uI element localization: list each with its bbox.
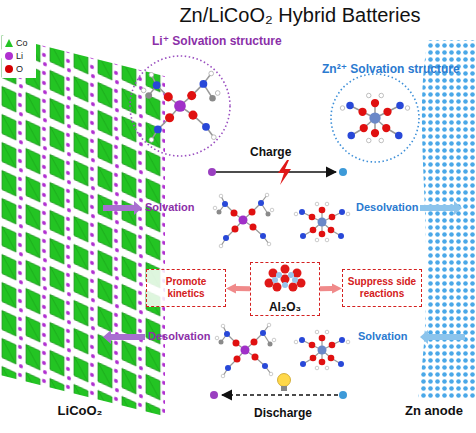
desolvation-arrow xyxy=(420,201,462,215)
li-solvation-molecule xyxy=(215,323,276,378)
effect-box-text: Suppress side reactions xyxy=(343,276,421,300)
process-label: Charge xyxy=(250,145,291,159)
legend-text: Co xyxy=(16,38,28,48)
legend-text: Li xyxy=(16,51,23,61)
li-solvation-molecule xyxy=(213,193,274,248)
solvation-circle-text: Zn²⁺ Solvation structure xyxy=(322,62,474,76)
bulb-symbol xyxy=(278,374,291,387)
legend-triangle-swatch xyxy=(5,39,13,47)
electrode-label-text: LiCoO₂ xyxy=(35,403,125,418)
effect-arrow xyxy=(320,286,332,291)
zn-ion-dot xyxy=(339,391,347,399)
process-label: Desolvation xyxy=(148,330,210,342)
additive-box: Al₂O₃ xyxy=(250,262,320,316)
additive-box-text: Al₂O₃ xyxy=(269,300,301,314)
dotted-circle xyxy=(331,74,419,162)
zn-solvation-molecule xyxy=(294,202,350,242)
process-label: Solvation xyxy=(145,201,195,213)
licoo2-crystal xyxy=(0,35,165,416)
diagram-title: Zn/LiCoO₂ Hybrid Batteries xyxy=(150,4,450,27)
effect-box: Promote kinetics xyxy=(146,269,226,307)
legend-row: Li xyxy=(5,51,23,61)
legend-background xyxy=(2,36,36,78)
bulb-base xyxy=(281,386,287,391)
solvation-circle: Li⁺ Solvation structure xyxy=(128,34,313,164)
dotted-circle xyxy=(130,56,230,156)
process-label: Desolvation xyxy=(356,201,418,213)
zn-ion-dot xyxy=(339,168,347,176)
legend-text: O xyxy=(16,64,23,74)
li-ion-dot xyxy=(210,391,218,399)
electrode-label-text: Zn anode xyxy=(392,403,476,418)
process-label: Solvation xyxy=(358,330,408,342)
dotted-circle-outline xyxy=(128,34,313,164)
legend-circle-swatch xyxy=(5,65,13,73)
charge-arrow xyxy=(216,171,336,173)
process-label: Discharge xyxy=(254,406,312,420)
li-solvation-molecule xyxy=(141,71,220,142)
effect-arrow xyxy=(236,286,250,291)
desolvation-arrow xyxy=(103,330,145,344)
effect-box-text: Promote kinetics xyxy=(147,276,225,300)
solvation-arrow xyxy=(420,330,465,344)
discharge-arrow xyxy=(222,394,338,396)
al2o3-cluster xyxy=(265,265,306,292)
lightning-symbol xyxy=(278,160,291,185)
zn-anode-atoms xyxy=(418,40,476,400)
solvation-circle: Zn²⁺ Solvation structure xyxy=(322,62,474,172)
electrode-label: Zn anode xyxy=(392,403,476,423)
legend-row: Co xyxy=(5,38,28,48)
legend-row: O xyxy=(5,64,23,74)
solvation-arrow xyxy=(103,201,142,215)
solvation-circle-text: Li⁺ Solvation structure xyxy=(128,34,313,48)
zn-solvation-molecule xyxy=(294,330,350,370)
effect-box: Suppress side reactions xyxy=(342,269,422,307)
zn-solvation-molecule xyxy=(340,93,410,143)
li-ion-dot xyxy=(208,168,216,176)
legend-circle-swatch xyxy=(5,52,13,60)
dotted-circle-outline xyxy=(322,62,474,172)
electrode-label: LiCoO₂ xyxy=(35,403,125,423)
